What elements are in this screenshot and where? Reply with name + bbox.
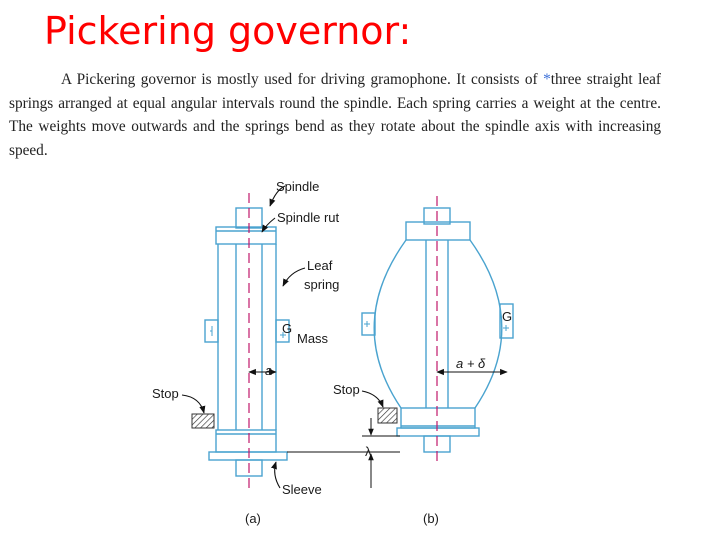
footnote-star: * [543, 71, 551, 88]
label-g-a: G [282, 321, 292, 336]
label-spring: spring [304, 277, 339, 292]
bent-spring-left [373, 239, 407, 409]
paragraph-text-start: A Pickering governor is mostly used for … [61, 71, 544, 88]
label-lambda: λ [365, 444, 372, 459]
governor-in-motion-drawing [361, 207, 514, 453]
label-stop-a: Stop [152, 386, 179, 401]
mass-right-b [499, 303, 514, 339]
label-sleeve: Sleeve [282, 482, 322, 497]
label-stop-b: Stop [333, 382, 360, 397]
spindle-nut-block-b [405, 221, 471, 241]
mass-right [275, 319, 290, 343]
leader-lines-a [181, 185, 306, 489]
label-leaf: Leaf [307, 258, 333, 273]
description-paragraph: A Pickering governor is mostly used for … [9, 68, 661, 162]
leader-lines-b [361, 368, 508, 408]
label-a-delta: a + δ [456, 356, 486, 371]
spindle-nut-block [215, 226, 277, 245]
mass-left [204, 319, 219, 343]
label-a: a [265, 363, 272, 378]
stop-block-a [191, 413, 215, 429]
paragraph-text-end: three straight leaf springs arranged at … [9, 71, 661, 159]
sleeve-plate [208, 451, 288, 461]
lift-dimension-lines [287, 418, 400, 488]
spindle-bottom [235, 459, 263, 477]
label-spindle-nut: Spindle rut [277, 210, 340, 225]
stop-block-b [377, 407, 398, 424]
page-title: Pickering governor: [44, 9, 412, 53]
lower-collar-b [400, 407, 476, 429]
caption-a: (a) [245, 511, 261, 526]
bent-spring-right [469, 239, 503, 409]
label-mass: Mass [297, 331, 329, 346]
label-spindle: Spindle [276, 179, 319, 194]
sleeve-plate-b [396, 427, 480, 437]
caption-b: (b) [423, 511, 439, 526]
governor-at-rest-drawing [204, 207, 290, 477]
spindle-top-block-b [423, 207, 451, 225]
label-g-b: G [502, 309, 512, 324]
mass-left-b [361, 312, 376, 336]
